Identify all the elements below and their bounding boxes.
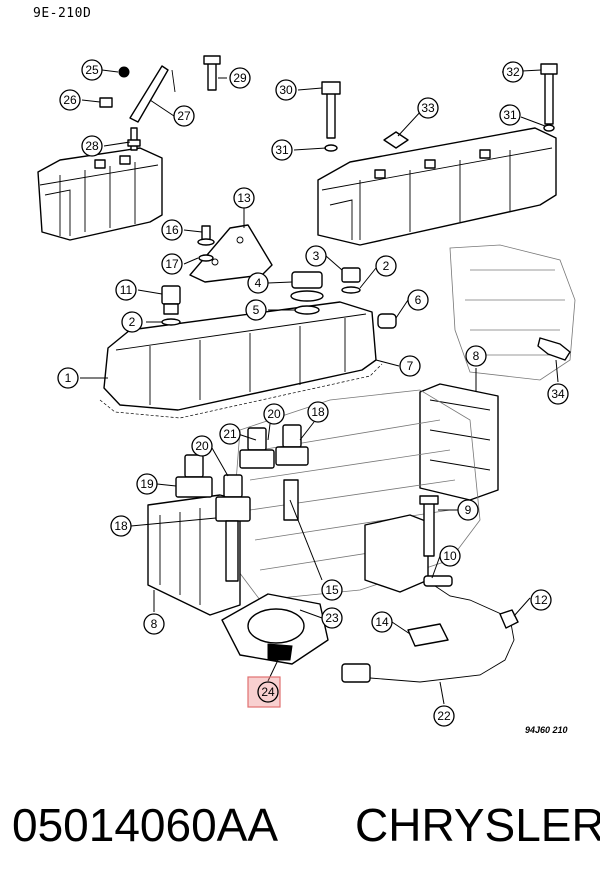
highlighted-part-marker <box>247 676 281 708</box>
upper-right-valve-cover <box>317 127 557 246</box>
callout-label: 6 <box>415 293 422 307</box>
callout-20: 20 <box>263 403 285 425</box>
callout-label: 31 <box>275 143 289 157</box>
callout-33: 33 <box>417 97 439 119</box>
callout-label: 7 <box>407 359 414 373</box>
callout-label: 10 <box>443 549 457 563</box>
callout-label: 18 <box>311 405 325 419</box>
callout-5: 5 <box>245 299 267 321</box>
callout-10: 10 <box>439 545 461 567</box>
callout-label: 4 <box>255 276 262 290</box>
callout-label: 3 <box>313 249 320 263</box>
upper-left-valve-cover <box>37 147 163 241</box>
brand-name: CHRYSLER <box>355 799 600 851</box>
callout-label: 28 <box>85 139 99 153</box>
callout-24: 24 <box>257 681 279 703</box>
callout-label: 1 <box>65 371 72 385</box>
callout-22: 22 <box>433 705 455 727</box>
callout-13: 13 <box>233 187 255 209</box>
callout-18: 18 <box>307 401 329 423</box>
callout-25: 25 <box>81 59 103 81</box>
callout-15: 15 <box>321 579 343 601</box>
callout-8: 8 <box>465 345 487 367</box>
cylinder-head <box>147 383 499 616</box>
callout-label: 13 <box>237 191 251 205</box>
callout-label: 16 <box>165 223 179 237</box>
callout-label: 17 <box>165 257 179 271</box>
callout-label: 20 <box>195 439 209 453</box>
callout-label: 31 <box>503 108 517 122</box>
callout-29: 29 <box>229 67 251 89</box>
callout-label: 19 <box>140 477 154 491</box>
main-valve-cover <box>99 267 397 419</box>
callout-label: 12 <box>534 593 548 607</box>
callout-label: 15 <box>325 583 339 597</box>
callout-31: 31 <box>271 139 293 161</box>
callout-label: 25 <box>85 63 99 77</box>
upper-left-hardware <box>99 55 221 151</box>
callout-label: 24 <box>261 685 275 699</box>
callout-3: 3 <box>305 245 327 267</box>
exploded-parts-diagram: 2529262728303233313113161732114652178342… <box>37 55 576 727</box>
callout-label: 34 <box>551 387 565 401</box>
callout-4: 4 <box>247 272 269 294</box>
callout-21: 21 <box>219 423 241 445</box>
callout-19: 19 <box>136 473 158 495</box>
callout-label: 8 <box>473 349 480 363</box>
callout-2: 2 <box>375 255 397 277</box>
callout-label: 2 <box>383 259 390 273</box>
callout-label: 32 <box>506 65 520 79</box>
callout-label: 8 <box>151 617 158 631</box>
callout-26: 26 <box>59 89 81 111</box>
callout-27: 27 <box>173 105 195 127</box>
callout-31: 31 <box>499 104 521 126</box>
diagram-header-code: 9E-210D <box>33 6 92 21</box>
callout-label: 14 <box>375 615 389 629</box>
callout-label: 26 <box>63 93 77 107</box>
callout-1: 1 <box>57 367 79 389</box>
callout-30: 30 <box>275 79 297 101</box>
engine-block-background <box>449 244 576 381</box>
gasket-and-sensor <box>221 575 519 683</box>
callout-23: 23 <box>321 607 343 629</box>
bracket-assembly <box>189 224 273 283</box>
callout-20: 20 <box>191 435 213 457</box>
callout-14: 14 <box>371 611 393 633</box>
callout-label: 23 <box>325 611 339 625</box>
callout-12: 12 <box>530 589 552 611</box>
part-caption: 05014060AA CHRYSLER <box>0 795 600 865</box>
callout-label: 11 <box>120 283 133 297</box>
callout-label: 2 <box>129 315 136 329</box>
part-number: 05014060AA <box>12 799 279 851</box>
diagram-reference-code: 94J60 210 <box>525 725 568 735</box>
callout-32: 32 <box>502 61 524 83</box>
callout-28: 28 <box>81 135 103 157</box>
callout-17: 17 <box>161 253 183 275</box>
callout-2: 2 <box>121 311 143 333</box>
injector-group <box>175 424 439 582</box>
callout-34: 34 <box>547 383 569 405</box>
callout-label: 18 <box>114 519 128 533</box>
callout-label: 27 <box>177 109 191 123</box>
callout-label: 21 <box>223 427 237 441</box>
callout-18: 18 <box>110 515 132 537</box>
callout-label: 22 <box>437 709 451 723</box>
callout-16: 16 <box>161 219 183 241</box>
callout-label: 9 <box>465 503 472 517</box>
callout-7: 7 <box>399 355 421 377</box>
upper-right-hardware <box>321 63 558 152</box>
callout-label: 30 <box>279 83 293 97</box>
callout-8: 8 <box>143 613 165 635</box>
callout-label: 20 <box>267 407 281 421</box>
callout-label: 5 <box>253 303 260 317</box>
callout-label: 33 <box>421 101 435 115</box>
callout-6: 6 <box>407 289 429 311</box>
leader-lines <box>80 69 559 705</box>
callout-11: 11 <box>115 279 137 301</box>
callout-label: 29 <box>233 71 247 85</box>
callout-9: 9 <box>457 499 479 521</box>
